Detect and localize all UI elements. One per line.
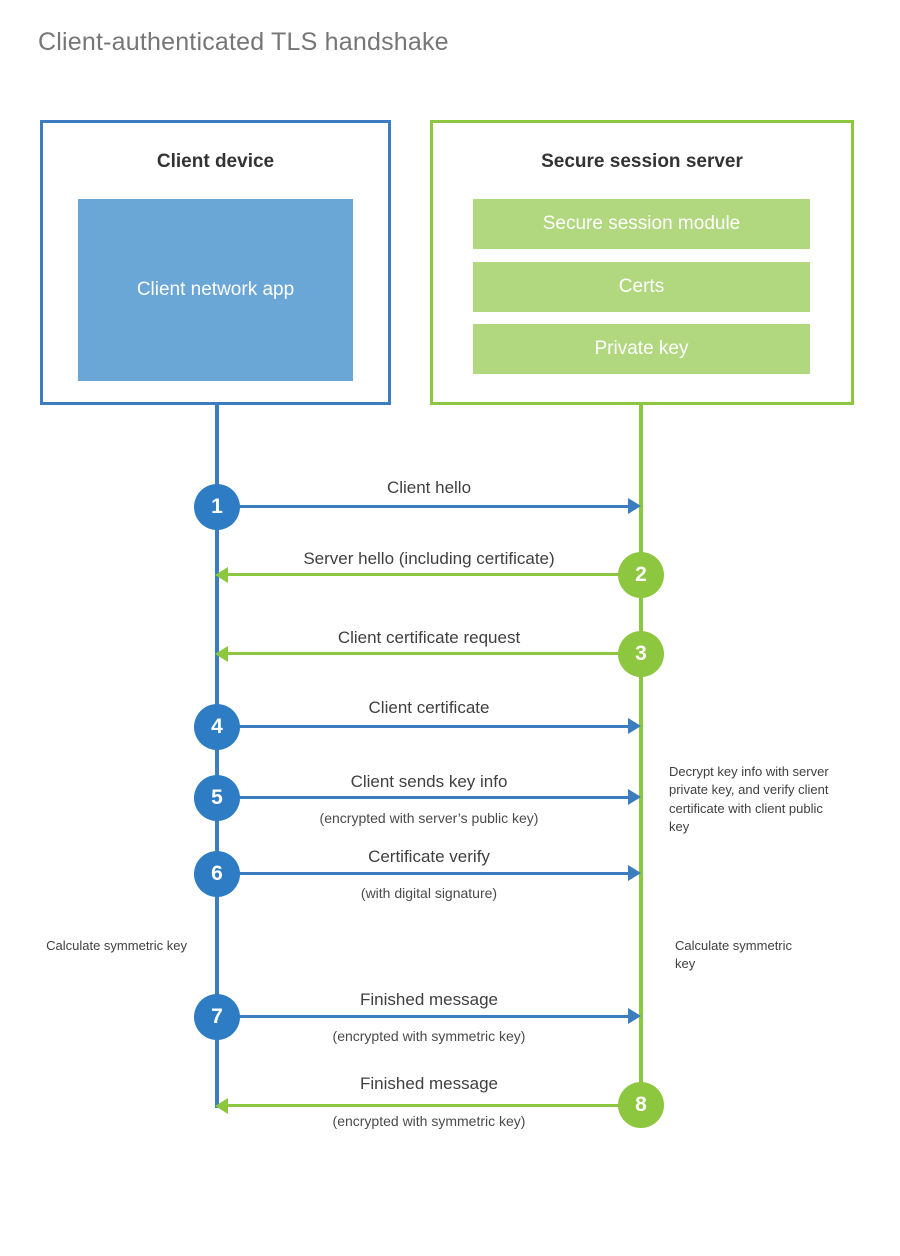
server-calculate-symmetric-key-note: Calculate symmetric key [675,938,793,972]
server-component-certs: Certs [473,262,810,312]
step-7-circle: 7 [194,994,240,1040]
step-1-circle: 1 [194,484,240,530]
step-5-arrow-head-icon [628,789,641,805]
secure-session-server-title: Secure session server [541,151,743,172]
step-7-arrow-head-icon [628,1008,641,1024]
step-3-arrow-head-icon [215,646,228,662]
step-8-sublabel: (encrypted with symmetric key) [332,1113,526,1129]
step-4-arrow-head-icon [628,718,641,734]
client-lifeline [215,405,219,1108]
step-6-sublabel: (with digital signature) [360,885,498,901]
step-5-label: Client sends key info [350,772,508,791]
step-2-arrow-head-icon [215,567,228,583]
secure-session-server-box: Secure session server Secure session mod… [430,120,854,405]
step-3-circle: 3 [618,631,664,677]
step-3-label: Client certificate request [337,628,521,647]
step-8-arrow-shaft [228,1104,641,1107]
step-2-label: Server hello (including certificate) [303,549,555,568]
step-6-label: Certificate verify [368,847,490,866]
step-6-arrow-head-icon [628,865,641,881]
step-1-arrow-head-icon [628,498,641,514]
step-4-arrow-shaft [217,725,629,728]
step-6-circle: 6 [194,851,240,897]
server-component-private-key: Private key [473,324,810,374]
step-4-label: Client certificate [368,698,490,717]
page-title: Client-authenticated TLS handshake [38,28,449,56]
step-5-sublabel: (encrypted with server’s public key) [319,810,539,826]
step-6-arrow-shaft [217,872,629,875]
step-1-label: Client hello [386,478,472,497]
server-component-secure-session-module: Secure session module [473,199,810,249]
step-5-arrow-shaft [217,796,629,799]
client-network-app-block: Client network app [78,199,353,381]
step-5-circle: 5 [194,775,240,821]
client-device-title: Client device [156,151,275,172]
step-2-arrow-shaft [228,573,641,576]
step-4-circle: 4 [194,704,240,750]
step-1-arrow-shaft [217,505,629,508]
step-3-arrow-shaft [228,652,641,655]
client-device-box: Client device Client network app [40,120,391,405]
step-8-label: Finished message [360,1074,498,1093]
step-8-arrow-head-icon [215,1098,228,1114]
server-decrypt-note: Decrypt key info with server private key… [669,764,829,835]
client-calculate-symmetric-key-note: Calculate symmetric key [46,938,187,953]
step-7-sublabel: (encrypted with symmetric key) [332,1028,526,1044]
step-7-label: Finished message [360,990,498,1009]
server-lifeline [639,405,643,1105]
step-7-arrow-shaft [217,1015,629,1018]
step-8-circle: 8 [618,1082,664,1128]
step-2-circle: 2 [618,552,664,598]
